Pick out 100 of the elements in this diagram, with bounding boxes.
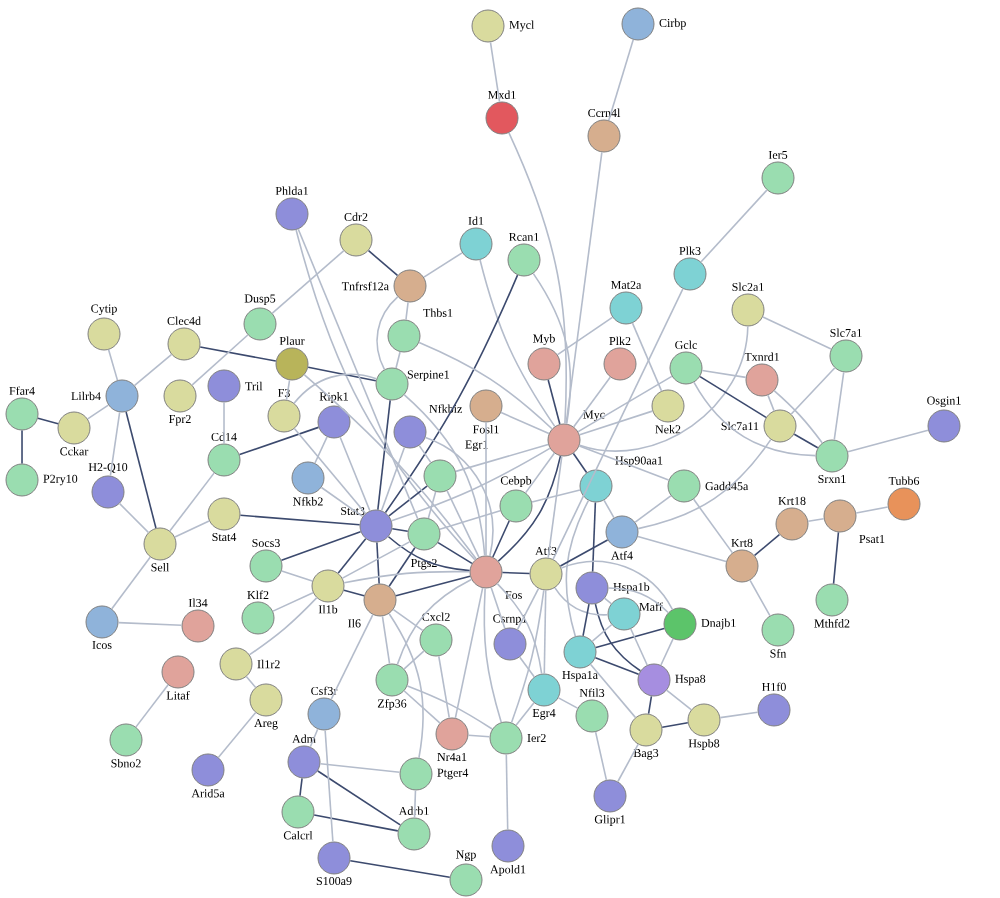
interaction-line (497, 455, 562, 562)
interaction-line (307, 366, 377, 382)
interaction-line (479, 259, 556, 428)
interaction-line (565, 151, 603, 425)
interaction-line (552, 288, 684, 560)
interaction-line (418, 341, 553, 430)
interaction-line (403, 394, 486, 557)
interaction-line (199, 346, 277, 362)
interaction-line (693, 381, 817, 457)
interaction-line (505, 753, 509, 831)
interaction-line (634, 495, 672, 523)
interaction-line (490, 586, 506, 630)
interaction-line (692, 498, 734, 554)
interaction-line (547, 379, 561, 425)
interaction-line (594, 657, 640, 675)
interaction-line (343, 570, 471, 584)
interaction-line (21, 429, 23, 465)
interaction-line (309, 728, 319, 748)
interaction-line (377, 399, 391, 511)
interaction-line (446, 490, 480, 558)
interaction-line (217, 711, 257, 759)
interaction-line (532, 272, 572, 425)
interaction-line (630, 628, 648, 666)
interaction-line (565, 499, 590, 637)
interaction-line (582, 603, 590, 637)
interaction-line (337, 538, 367, 574)
interaction-line (117, 621, 183, 627)
interaction-line (485, 421, 487, 557)
interaction-line (118, 502, 150, 534)
interaction-line (661, 722, 689, 728)
interaction-line (297, 228, 419, 520)
interaction-line (320, 486, 364, 518)
interaction-line (594, 731, 608, 781)
interaction-line (384, 274, 519, 514)
interaction-line (293, 373, 378, 404)
interaction-line (767, 394, 775, 412)
interaction-line (455, 443, 549, 473)
interaction-line (381, 615, 391, 665)
interaction-line (496, 583, 543, 675)
interaction-line (299, 777, 303, 797)
interaction-line (388, 546, 416, 588)
interaction-line (500, 411, 550, 435)
interaction-line (543, 589, 547, 675)
interaction-line (223, 401, 225, 445)
interaction-line (773, 390, 823, 444)
interaction-line (595, 627, 665, 649)
interaction-line (660, 638, 674, 666)
interaction-line (437, 541, 473, 565)
interaction-line (647, 695, 653, 715)
interaction-line (577, 375, 673, 433)
interaction-line (339, 436, 371, 512)
interaction-line (343, 589, 365, 597)
interaction-line (390, 447, 551, 522)
interaction-line (515, 702, 535, 726)
interaction-line (391, 527, 409, 533)
interaction-line (719, 711, 759, 719)
interaction-line (314, 436, 328, 464)
interaction-line (559, 539, 609, 567)
interaction-line (248, 597, 318, 656)
interaction-line (285, 379, 291, 401)
interaction-line (403, 690, 441, 724)
interaction-line (423, 252, 463, 278)
interaction-line (603, 499, 615, 519)
interaction-line (406, 685, 493, 730)
interaction-line (280, 530, 362, 562)
interaction-line (395, 351, 401, 369)
interaction-line (293, 427, 367, 515)
interaction-line (617, 743, 639, 783)
interaction-line (847, 429, 929, 453)
interaction-line (395, 575, 471, 597)
interaction-line (376, 296, 399, 371)
interaction-line (833, 371, 845, 441)
interaction-line (37, 417, 59, 425)
interaction-line (111, 556, 151, 610)
interaction-line (519, 656, 535, 678)
interaction-line (454, 587, 484, 719)
interaction-line (607, 587, 669, 614)
interaction-line (573, 376, 611, 428)
interaction-line (169, 472, 215, 532)
interaction-line (245, 675, 257, 689)
interaction-line (388, 485, 428, 517)
interaction-line (403, 650, 425, 670)
interaction-line (501, 571, 531, 575)
interaction-line (388, 612, 424, 759)
interaction-line (701, 369, 747, 379)
interaction-line (489, 41, 501, 103)
interaction-line (790, 367, 836, 415)
interaction-line (405, 301, 409, 321)
interaction-line (330, 614, 374, 700)
interaction-line (547, 455, 563, 559)
interaction-line (560, 560, 674, 611)
interaction-line (376, 541, 380, 585)
interaction-line (578, 445, 670, 481)
interaction-line (313, 814, 399, 832)
interaction-line (439, 510, 502, 530)
interaction-line (557, 697, 579, 709)
interaction-line (109, 411, 121, 477)
interaction-line (349, 859, 451, 879)
interaction-line (86, 404, 110, 420)
interaction-line (591, 501, 597, 573)
